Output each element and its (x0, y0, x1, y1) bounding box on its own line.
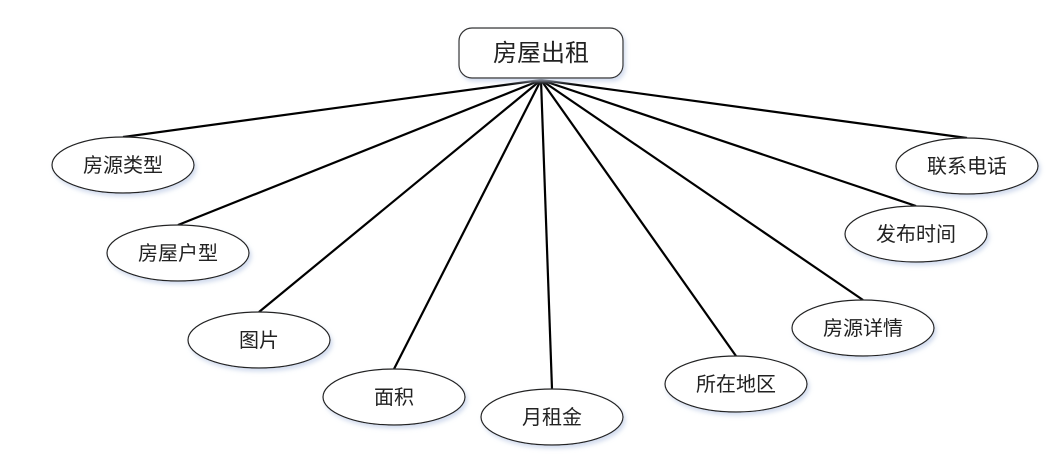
relation-edge (540, 79, 864, 301)
attribute-node: 所在地区 (664, 355, 808, 413)
relation-edge (393, 79, 542, 370)
attribute-node: 面积 (322, 368, 466, 426)
relation-edge (540, 78, 917, 208)
relation-edge (258, 79, 542, 313)
relation-edge (540, 78, 968, 140)
attribute-ellipse (322, 368, 466, 426)
attribute-node: 月租金 (480, 388, 624, 446)
attribute-label: 房屋户型 (138, 241, 218, 265)
attribute-ellipse (51, 136, 195, 194)
attribute-node: 发布时间 (844, 205, 988, 263)
attribute-node: 房源详情 (791, 299, 935, 357)
attribute-ellipse (895, 137, 1039, 195)
attribute-label: 发布时间 (876, 222, 956, 246)
attribute-node: 联系电话 (895, 137, 1039, 195)
attribute-label: 图片 (239, 328, 279, 352)
relation-edge (177, 78, 542, 227)
entity-node: 房屋出租 (458, 27, 624, 79)
attribute-ellipse (664, 355, 808, 413)
attribute-label: 联系电话 (927, 154, 1007, 178)
attribute-label: 房源类型 (83, 153, 163, 177)
attribute-label: 房源详情 (823, 316, 903, 340)
attribute-ellipse (844, 205, 988, 263)
relation-edge (540, 79, 737, 357)
relation-edge (122, 78, 542, 139)
attribute-label: 所在地区 (696, 372, 776, 396)
attribute-ellipse (106, 224, 250, 282)
attribute-node: 房源类型 (51, 136, 195, 194)
attribute-ellipse (480, 388, 624, 446)
attribute-label: 月租金 (522, 405, 582, 429)
attribute-node: 房屋户型 (106, 224, 250, 282)
attribute-label: 面积 (374, 385, 414, 409)
entity-label: 房屋出租 (493, 39, 589, 67)
attribute-ellipse (791, 299, 935, 357)
relation-edge (539, 79, 554, 390)
attribute-ellipse (187, 311, 331, 369)
attribute-node: 图片 (187, 311, 331, 369)
